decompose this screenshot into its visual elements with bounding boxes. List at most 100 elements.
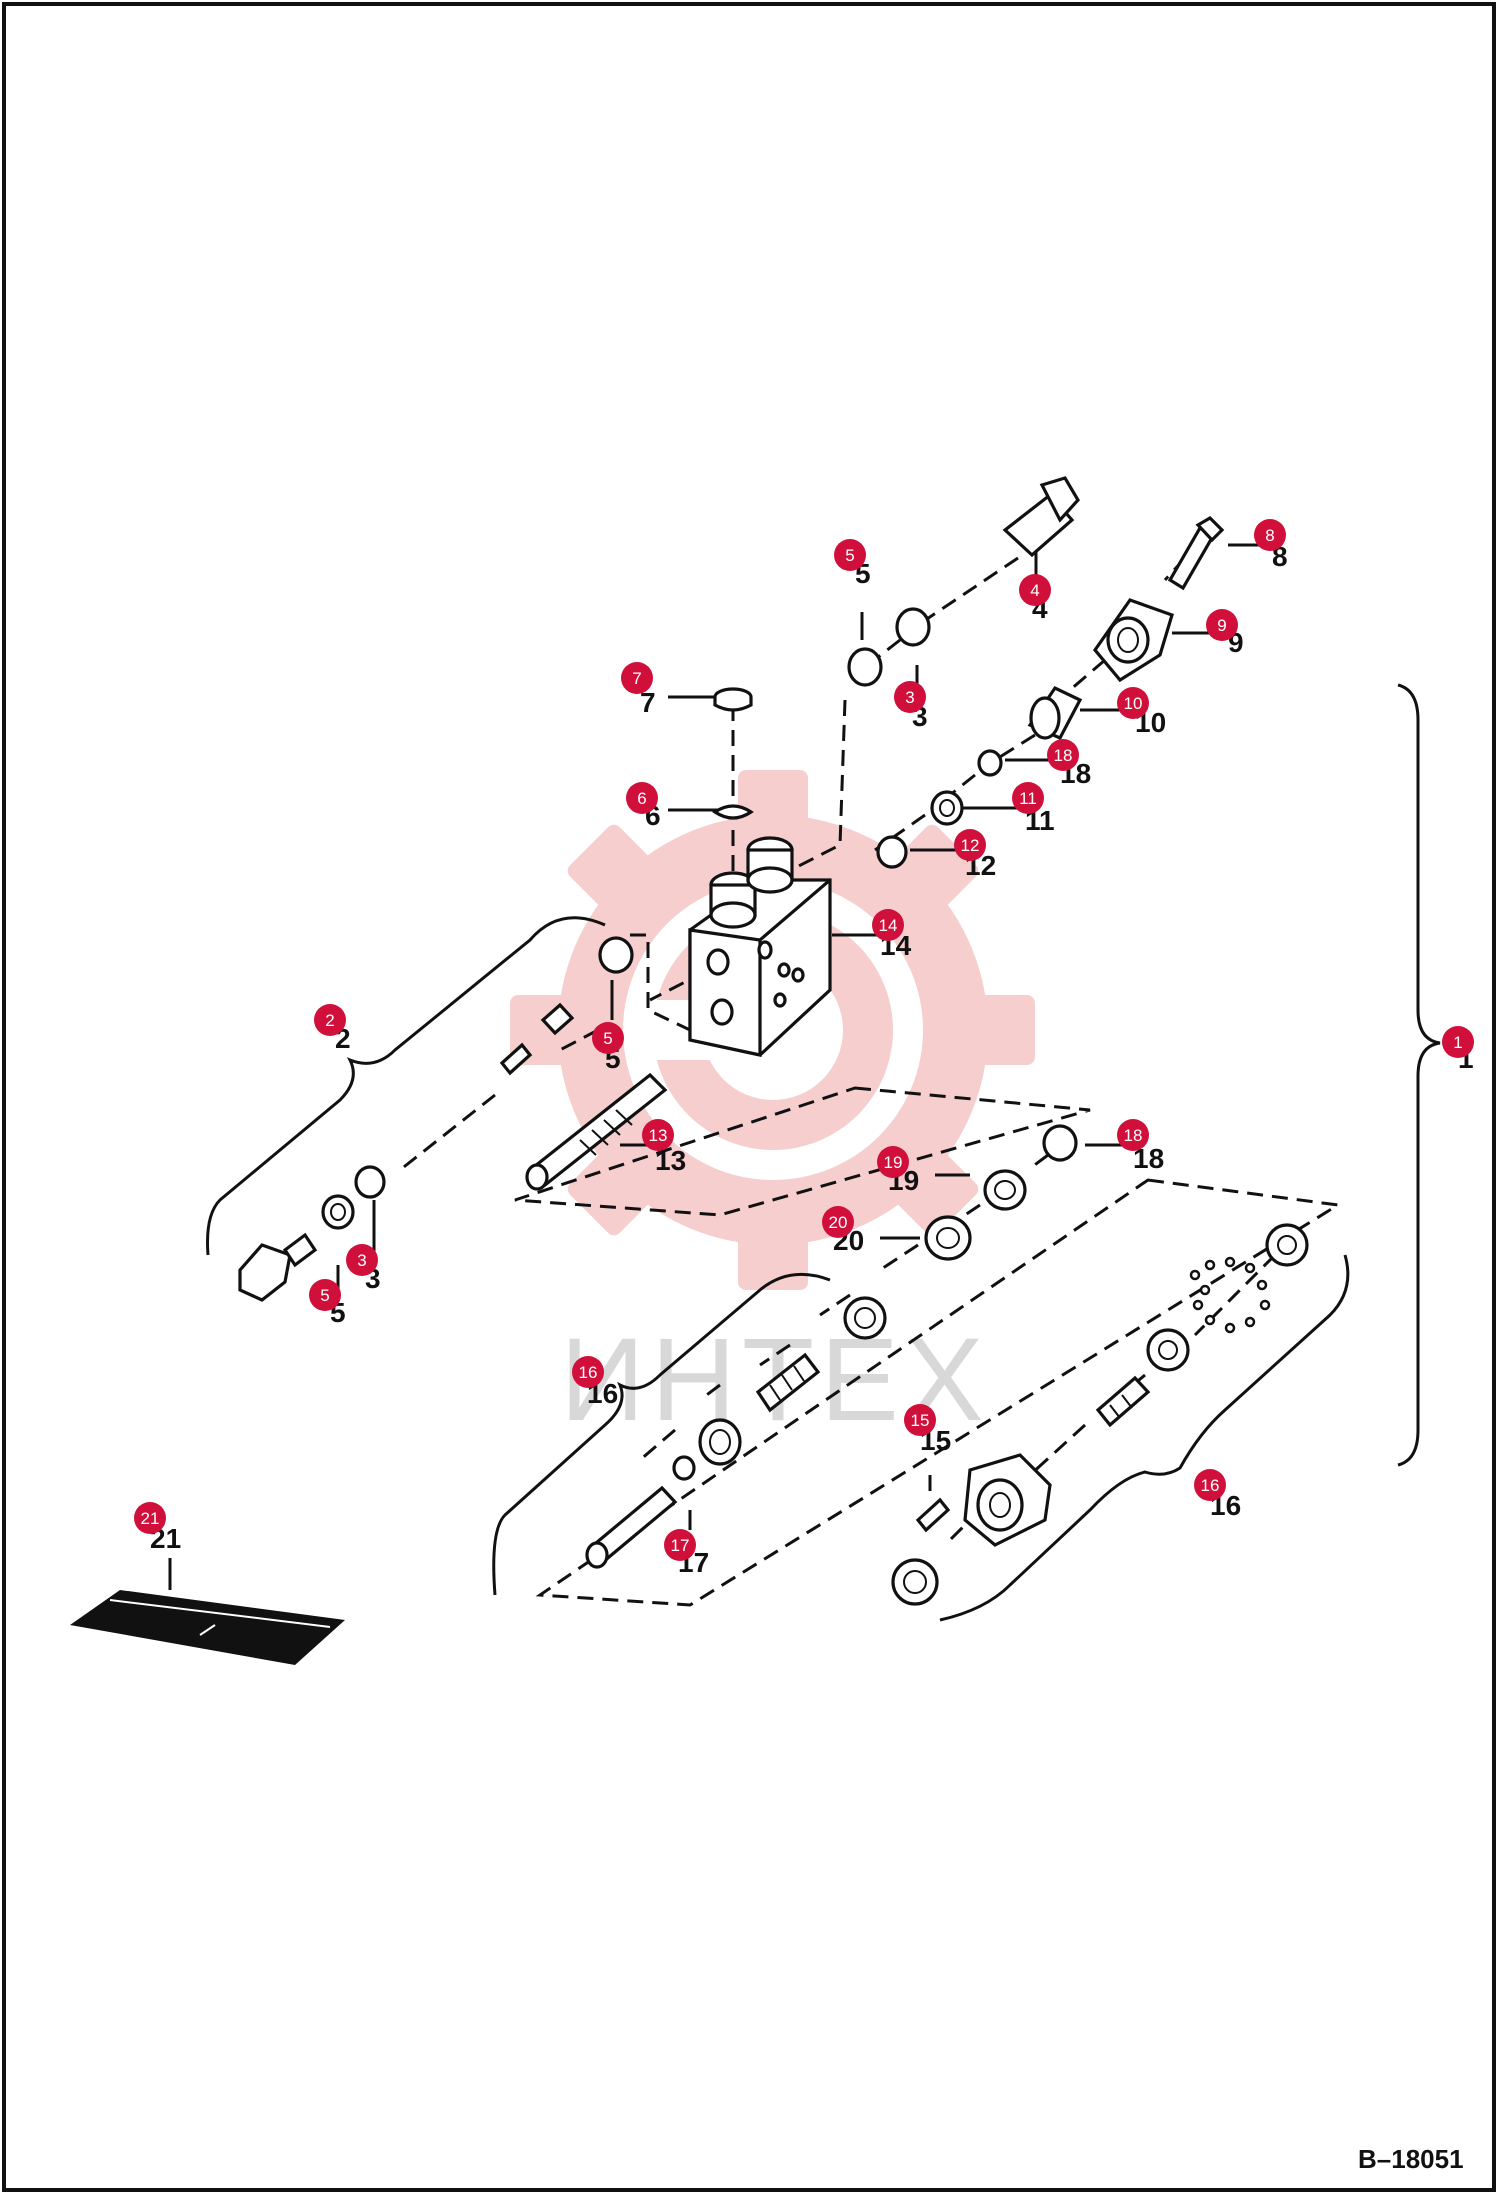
callout-19: 19 19 [877, 1146, 919, 1196]
callout-16-left: 16 16 [572, 1356, 618, 1409]
callout-18-top: 18 18 [1047, 739, 1091, 789]
svg-text:3: 3 [905, 688, 914, 707]
callout-15: 15 15 [904, 1404, 951, 1456]
part-4-fitting [1002, 476, 1080, 558]
part-detent-balls [1189, 1256, 1271, 1334]
callout-1: 1 1 [1442, 1026, 1474, 1074]
svg-text:16: 16 [579, 1363, 598, 1382]
svg-text:2: 2 [325, 1011, 334, 1030]
part-plug-lower [891, 1558, 939, 1606]
callout-5-left: 5 5 [309, 1279, 346, 1328]
part-3-oring-top [895, 607, 931, 647]
callout-3-left: 3 3 [346, 1244, 381, 1294]
callout-12: 12 12 [954, 829, 996, 881]
part-18-oring-mid [1042, 1124, 1078, 1162]
part-cap-housing [963, 1453, 1052, 1547]
callout-18-mid: 18 18 [1117, 1119, 1164, 1174]
part-21-label [70, 1590, 345, 1665]
svg-text:7: 7 [632, 669, 641, 688]
callout-8: 8 8 [1254, 519, 1288, 572]
svg-text:19: 19 [884, 1153, 903, 1172]
part-17-ring [672, 1455, 696, 1481]
part-19-ring [983, 1169, 1027, 1211]
callout-9: 9 9 [1206, 609, 1244, 658]
part-15-screw [915, 1497, 951, 1533]
callout-11: 11 11 [1012, 782, 1055, 836]
leader-10-to-12 [874, 733, 1036, 852]
svg-text:18: 18 [1054, 746, 1073, 765]
svg-text:13: 13 [649, 1126, 668, 1145]
lower-box [535, 1178, 1343, 1607]
svg-text:10: 10 [1124, 694, 1143, 713]
svg-text:17: 17 [671, 1536, 690, 1555]
svg-text:21: 21 [141, 1509, 160, 1528]
assembly-brace [1397, 683, 1441, 1467]
part-17-spool [585, 1485, 678, 1569]
leader-15-16 [943, 1253, 1277, 1547]
part-2-plug [499, 1002, 575, 1076]
part-spring-right [1095, 1375, 1151, 1428]
svg-text:9: 9 [1217, 616, 1226, 635]
svg-text:15: 15 [911, 1411, 930, 1430]
svg-text:5: 5 [603, 1029, 612, 1048]
part-10-fitting [1027, 685, 1083, 741]
callout-17: 17 17 [664, 1529, 709, 1578]
svg-text:4: 4 [1030, 581, 1039, 600]
leader-seal-5 [630, 933, 691, 1032]
svg-text:7: 7 [640, 687, 656, 718]
callout-7: 7 7 [621, 662, 656, 718]
callout-3-top: 3 3 [894, 681, 928, 732]
part-9-flange [1092, 598, 1174, 683]
brace-16-right [939, 1254, 1350, 1622]
svg-text:12: 12 [961, 836, 980, 855]
leader-9-to-10 [1069, 658, 1106, 692]
part-20-washer [924, 1215, 972, 1261]
svg-text:1: 1 [1453, 1033, 1462, 1052]
part-5-seal-left [321, 1194, 355, 1230]
svg-text:20: 20 [829, 1213, 848, 1232]
leader-18-19 [639, 1153, 1049, 1462]
part-spring-lower [755, 1352, 821, 1413]
part-seal-right-top [1265, 1223, 1309, 1267]
svg-text:18: 18 [1124, 1126, 1143, 1145]
svg-text:3: 3 [357, 1251, 366, 1270]
callout-5-mid: 5 5 [592, 1022, 624, 1074]
part-3-oring-left [354, 1165, 386, 1199]
callout-14: 14 14 [872, 909, 912, 961]
callout-13: 13 13 [642, 1119, 686, 1176]
callout-10: 10 10 [1117, 687, 1166, 738]
svg-text:16: 16 [1201, 1476, 1220, 1495]
brace-2 [206, 916, 606, 1256]
callout-5-top: 5 5 [834, 539, 871, 589]
callout-4: 4 4 [1019, 574, 1051, 624]
part-7-cap [713, 687, 753, 712]
callout-2: 2 2 [314, 1004, 351, 1054]
svg-text:6: 6 [637, 789, 646, 808]
svg-text:5: 5 [845, 546, 854, 565]
part-12-oring [876, 835, 908, 869]
svg-text:14: 14 [879, 916, 898, 935]
callouts: 1 1 2 2 3 3 3 3 4 4 5 5 5 [134, 519, 1474, 1578]
part-6-seal [712, 804, 754, 820]
drawing-id: B–18051 [1358, 2144, 1464, 2174]
svg-text:11: 11 [1019, 789, 1037, 808]
callout-20: 20 20 [822, 1206, 864, 1256]
part-plug-left [238, 1232, 318, 1302]
svg-text:8: 8 [1265, 526, 1274, 545]
brace-16-left [492, 1272, 831, 1596]
part-seal-right-mid [1146, 1328, 1190, 1372]
part-8-bolt [1167, 515, 1225, 591]
part-5-oring-top [847, 647, 883, 687]
part-13-spool [525, 1072, 668, 1191]
part-11-ring [930, 790, 964, 826]
callout-21: 21 21 [134, 1502, 181, 1554]
part-18-oring-top [977, 749, 1003, 777]
part-14-valve-block [688, 836, 832, 1057]
svg-text:5: 5 [320, 1286, 329, 1305]
callout-6: 6 6 [626, 782, 661, 831]
part-cap-lower [843, 1296, 887, 1340]
leader-4-to-3 [917, 556, 1019, 627]
part-5-oring-mid [598, 936, 634, 974]
